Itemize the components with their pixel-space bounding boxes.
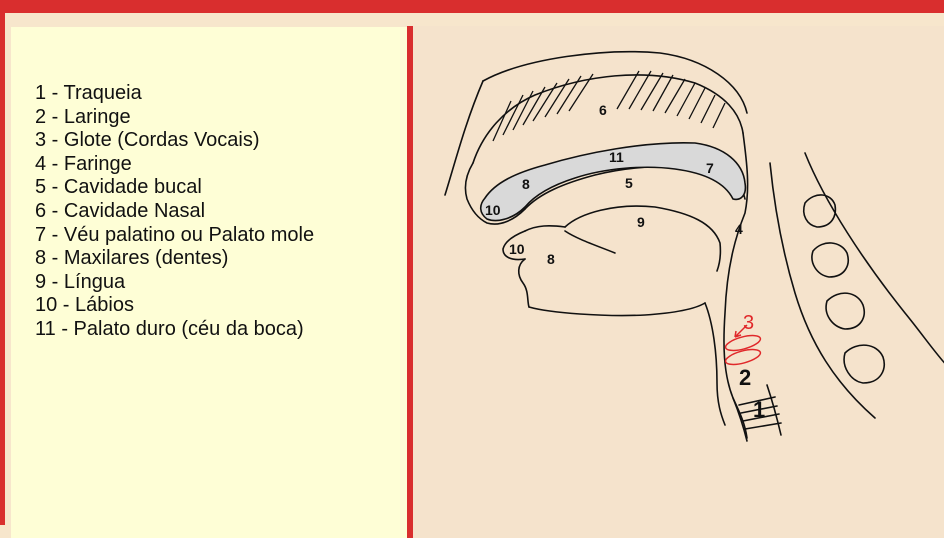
legend-item-laringe: 2 - Laringe (35, 106, 314, 130)
vertebra (804, 195, 836, 227)
lower-lip (519, 259, 529, 307)
legend-item-glote: 3 - Glote (Cordas Vocais) (35, 129, 314, 153)
legend-item-palato-duro: 11 - Palato duro (céu da boca) (35, 318, 314, 342)
legend-item-faringe: 4 - Faringe (35, 153, 314, 177)
label-faringe: 4 (735, 221, 743, 237)
vertebra (826, 293, 864, 329)
frame: 1 - Traqueia 2 - Laringe 3 - Glote (Cord… (0, 0, 944, 525)
neck-front (705, 303, 725, 425)
vocal-tract-figure: 6 11 7 8 5 10 9 4 10 8 3 2 1 (413, 26, 944, 538)
vocal-tract-diagram: 6 11 7 8 5 10 9 4 10 8 3 2 1 (413, 26, 944, 538)
legend-item-traqueia: 1 - Traqueia (35, 82, 314, 106)
legend-list: 1 - Traqueia 2 - Laringe 3 - Glote (Cord… (35, 82, 314, 342)
label-veu-palatino: 7 (706, 160, 714, 176)
tongue-lower (565, 231, 615, 253)
spine-front (770, 163, 875, 418)
spine-back (805, 153, 944, 368)
label-maxilar-inferior: 8 (547, 251, 555, 267)
trachea-right (767, 385, 781, 435)
legend-item-cavidade-bucal: 5 - Cavidade bucal (35, 176, 314, 200)
legend-item-lingua: 9 - Língua (35, 271, 314, 295)
vertebra (812, 243, 848, 277)
label-labio-superior: 10 (485, 202, 501, 218)
legend-item-maxilares: 8 - Maxilares (dentes) (35, 247, 314, 271)
mouth-roof (525, 226, 565, 231)
label-maxilar-superior: 8 (522, 176, 530, 192)
legend-item-labios: 10 - Lábios (35, 294, 314, 318)
trachea-ring (745, 423, 781, 429)
label-cavidade-bucal: 5 (625, 175, 633, 191)
label-traqueia: 1 (753, 397, 765, 422)
label-glote: 3 (743, 312, 754, 334)
label-cavidade-nasal: 6 (599, 102, 607, 118)
legend-panel: 1 - Traqueia 2 - Laringe 3 - Glote (Cord… (11, 27, 407, 538)
skull-outline (445, 81, 483, 195)
label-lingua: 9 (637, 214, 645, 230)
label-laringe: 2 (739, 365, 751, 390)
label-labio-inferior: 10 (509, 241, 525, 257)
legend-item-veu-palatino: 7 - Véu palatino ou Palato mole (35, 224, 314, 248)
jaw-line (529, 303, 705, 316)
label-palato-duro: 11 (609, 149, 624, 165)
legend-item-cavidade-nasal: 6 - Cavidade Nasal (35, 200, 314, 224)
skull-top-arch (483, 52, 747, 113)
vertebra (844, 345, 884, 383)
